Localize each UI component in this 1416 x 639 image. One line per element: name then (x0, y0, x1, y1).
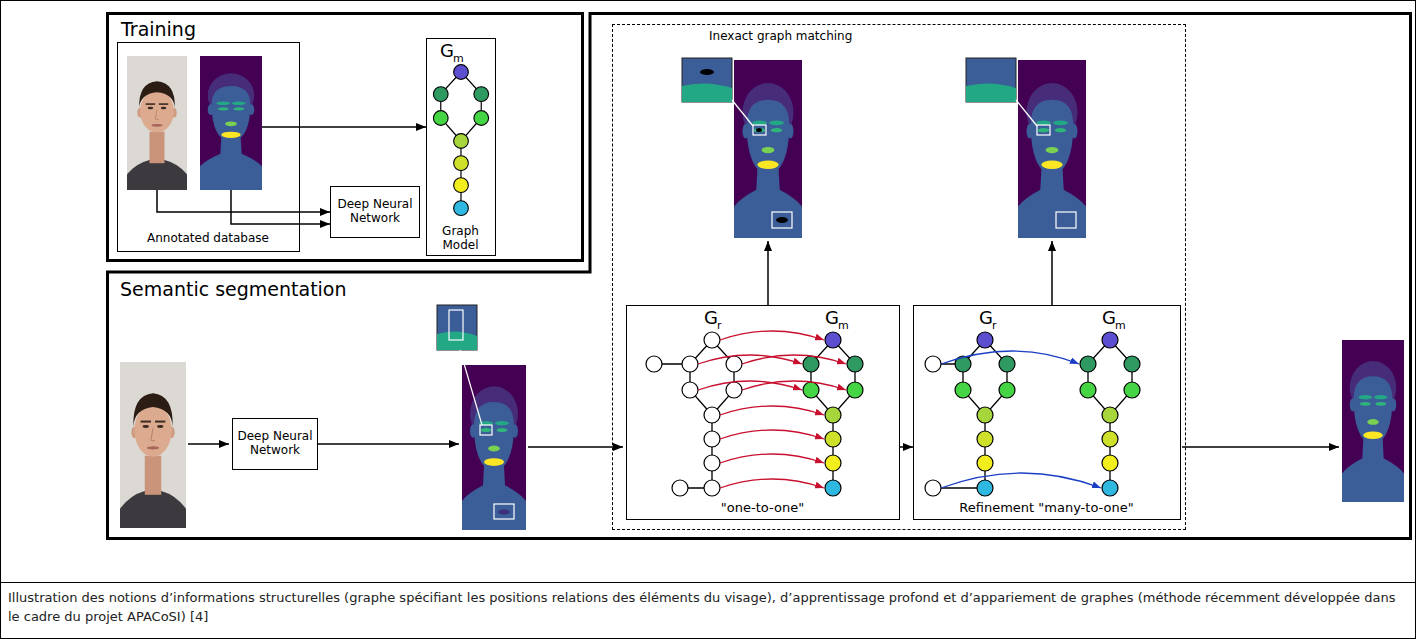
matching-step-box: GrGmRefinement "many-to-one" (913, 305, 1181, 520)
box-label: Annotated database (118, 231, 298, 245)
flow-arrow (767, 241, 769, 305)
graph-symbol: G (1102, 307, 1116, 329)
graph-symbol: G (825, 307, 839, 329)
flow-line (231, 190, 300, 224)
step-label: "one-to-one" (627, 500, 898, 516)
graph-symbol: G (979, 307, 993, 329)
zoom-leader (1016, 100, 1037, 126)
face-photo (120, 362, 186, 528)
matching-step-box: GrGm"one-to-one" (626, 305, 900, 520)
flow-arrow (528, 446, 623, 448)
box-label: Graph Model (427, 224, 494, 253)
zoom-marker (772, 212, 792, 228)
matching-arrows (941, 351, 1101, 488)
panel-outline (106, 12, 1412, 540)
face-photo (127, 56, 187, 190)
segmentation-map (1018, 60, 1086, 238)
graph-subscript: r (992, 319, 997, 332)
flow-arrow (188, 443, 229, 445)
panel-border (108, 14, 1411, 539)
graph-subscript: m (453, 52, 464, 65)
segmentation-map (734, 60, 802, 238)
arrow-connector (300, 223, 330, 225)
final-segmentation (1342, 340, 1404, 502)
zoom-leader (460, 350, 482, 425)
graph-subscript: m (838, 319, 849, 332)
error-blob (776, 217, 788, 223)
region-title: Inexact graph matching (709, 29, 852, 43)
figure-caption: Illustration des notions d’informations … (8, 588, 1408, 626)
matching-region: Inexact graph matchingGrGm"one-to-one"Gr… (612, 24, 1186, 530)
graph-symbol: G (440, 40, 454, 62)
graph-model-box: GmGraph Model (426, 38, 496, 256)
flow-arrow (1051, 241, 1053, 305)
graph-symbol: G (704, 307, 718, 329)
arrow-connector (900, 446, 913, 448)
segmentation-panel: Semantic segmentationDeep Neural Network… (106, 12, 1412, 540)
matching-arrows (698, 331, 846, 488)
zoom-inset (682, 58, 732, 102)
zoom-marker (1037, 125, 1050, 135)
one-to-one-graphs (646, 331, 863, 496)
flow-arrow (318, 443, 459, 445)
box-label: Deep Neural Network (332, 197, 418, 226)
zoom-marker (494, 504, 514, 519)
flow-line (157, 190, 300, 212)
panel-title: Training (121, 18, 196, 41)
graph-subscript: m (1115, 319, 1126, 332)
flow-arrow (1182, 446, 1339, 448)
model-graph (1080, 332, 1140, 496)
arrow-connector (300, 126, 426, 128)
zoom-marker (480, 425, 492, 435)
network-box: Deep Neural Network (232, 418, 318, 470)
matching-images (682, 58, 1404, 502)
box-label: Deep Neural Network (234, 429, 316, 458)
arrow-connector (300, 211, 330, 213)
training-images (127, 56, 489, 224)
panel-title: Semantic segmentation (120, 278, 347, 301)
zoom-marker (753, 125, 766, 135)
database-box: Annotated database (117, 42, 300, 252)
flow-line (262, 126, 300, 128)
graph-model (433, 65, 488, 216)
zoom-inset (437, 305, 477, 350)
refinement-graphs (925, 332, 1140, 496)
caption-divider (0, 582, 1416, 583)
zoom-leader (732, 100, 753, 126)
training-panel: TrainingAnnotated database Deep Neural Ne… (106, 12, 584, 262)
graph-subscript: r (717, 319, 722, 332)
network-box: Deep Neural Network (330, 186, 420, 238)
zoom-marker (1056, 212, 1076, 228)
error-blob (756, 128, 762, 132)
pipeline-images (120, 305, 623, 530)
error-blob (498, 510, 510, 515)
segmentation-map (200, 56, 262, 190)
step-label: Refinement "many-to-one" (914, 500, 1179, 516)
zoom-inset (966, 58, 1016, 102)
